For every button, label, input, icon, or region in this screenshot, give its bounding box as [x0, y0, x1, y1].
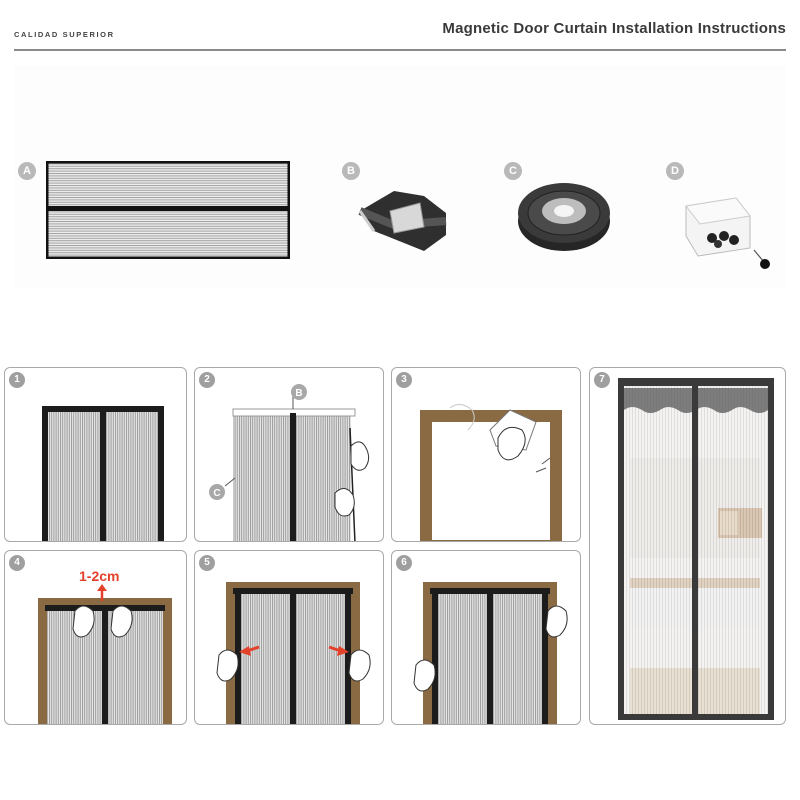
step-number: 1 — [9, 372, 25, 388]
step-number: 2 — [199, 372, 215, 388]
step-4-hang-curtain-illustration — [5, 551, 187, 725]
step-2-tape-illustration: B C — [195, 368, 384, 542]
step-number: 4 — [9, 555, 25, 571]
step-3-panel: 3 — [391, 367, 581, 542]
step-1-curtain-illustration — [5, 368, 187, 542]
step-number: 3 — [396, 372, 412, 388]
page-title: Magnetic Door Curtain Installation Instr… — [442, 20, 786, 37]
parts-panel: A B C D — [14, 66, 786, 288]
step-6-pin-curtain-illustration — [392, 551, 581, 725]
step-7-panel: 7 — [589, 367, 786, 725]
step-1-panel: 1 — [4, 367, 187, 542]
part-label-b: B — [342, 162, 360, 180]
step-number: 7 — [594, 372, 610, 388]
step-5-secure-sides-illustration — [195, 551, 384, 725]
tape-part-image — [354, 181, 454, 261]
step-number: 6 — [396, 555, 412, 571]
brand-name: CALIDAD SUPERIOR — [14, 30, 115, 39]
part-label-a: A — [18, 162, 36, 180]
step-6-panel: 6 — [391, 550, 581, 725]
push-pins-part-image — [678, 176, 778, 276]
callout-b: B — [295, 388, 302, 399]
header-divider — [14, 49, 786, 51]
step-2-panel: 2 B C — [194, 367, 384, 542]
step-5-panel: 5 — [194, 550, 384, 725]
curtain-part-image — [46, 161, 290, 259]
step-3-clean-frame-illustration — [392, 368, 581, 542]
tape-roll-part-image — [514, 171, 614, 256]
step-number: 5 — [199, 555, 215, 571]
step-4-panel: 4 1-2cm — [4, 550, 187, 725]
callout-c: C — [213, 488, 220, 499]
step-7-installed-curtain-photo — [590, 368, 786, 725]
